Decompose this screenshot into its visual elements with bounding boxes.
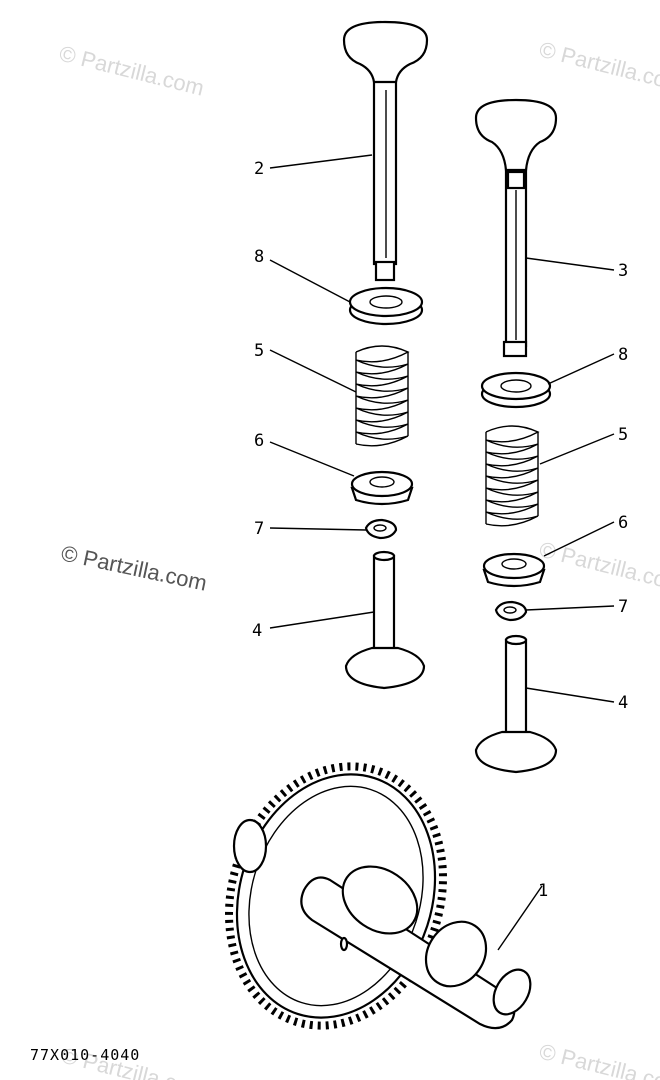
cotter-left: [364, 518, 398, 540]
washer-right: [480, 371, 552, 409]
callout-2: 2: [254, 159, 264, 179]
cotter-right: [494, 600, 528, 622]
washer-left: [348, 286, 424, 326]
valve-right-lower: [474, 634, 558, 774]
valve-left-upper: [342, 20, 429, 282]
callout-5-right: 5: [618, 425, 628, 445]
diagram-part-number: 77X010-4040: [30, 1046, 140, 1064]
callout-6-right: 6: [618, 513, 628, 533]
camshaft-gear: [225, 762, 532, 1030]
valve-right-upper: [474, 98, 558, 358]
spring-left: [355, 345, 410, 447]
callout-8-right: 8: [618, 345, 628, 365]
callout-3: 3: [618, 261, 628, 281]
callout-1: 1: [538, 881, 548, 901]
callout-6-left: 6: [254, 431, 264, 451]
callout-8-left: 8: [254, 247, 264, 267]
callout-4-right: 4: [618, 693, 628, 713]
watermark-main: © Partzilla.com: [59, 540, 209, 595]
callout-7-right: 7: [618, 597, 628, 617]
callout-4-left: 4: [252, 621, 262, 641]
callout-7-left: 7: [254, 519, 264, 539]
watermark-faint-mid-right: © Partzilla.com: [537, 537, 660, 597]
spring-right: [485, 425, 540, 527]
retainer-left: [350, 470, 414, 506]
watermark-faint-top-left: © Partzilla.com: [57, 41, 207, 101]
callouts: 2 8 5 6 7 4 3 8 5 6 7 4 1: [252, 159, 628, 901]
callout-5-left: 5: [254, 341, 264, 361]
watermark-faint-bottom-right: © Partzilla.com: [537, 1039, 660, 1080]
retainer-right: [482, 552, 546, 588]
valve-left-lower: [344, 550, 426, 690]
watermark-faint-top-right: © Partzilla.com: [537, 37, 660, 97]
leader-lines: [269, 154, 615, 951]
